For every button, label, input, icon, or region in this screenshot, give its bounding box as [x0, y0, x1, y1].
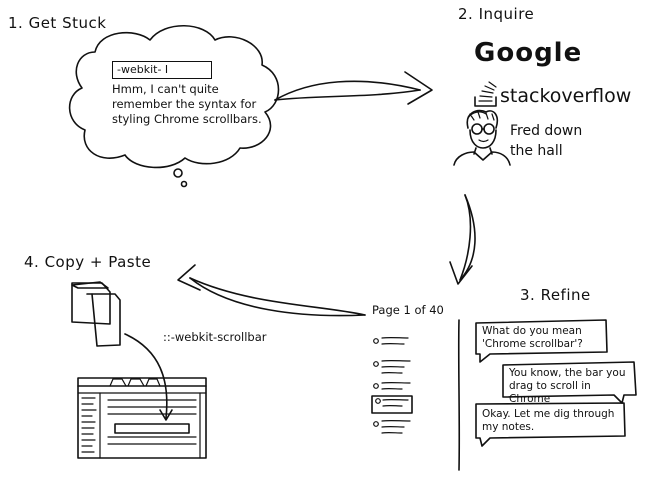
google-label: Google	[474, 38, 583, 68]
chat-bubble-1	[475, 319, 608, 363]
chat-bubble-3	[475, 402, 626, 447]
webkit-input-sketch: -webkit- I	[112, 61, 212, 79]
step-4-heading: 4. Copy + Paste	[24, 253, 152, 271]
chat-bubble-2	[502, 361, 637, 404]
refine-divider	[457, 319, 461, 471]
thought-dot-1	[173, 168, 183, 178]
step-3-heading: 3. Refine	[520, 286, 591, 304]
page-indicator: Page 1 of 40	[372, 303, 444, 317]
scrollbar-snippet: ::-webkit-scrollbar	[163, 330, 267, 344]
chat-message-3: Okay. Let me dig through my notes.	[482, 408, 615, 433]
fred-avatar-icon	[453, 109, 511, 166]
stackoverflow-label: stackoverflow	[500, 85, 632, 107]
paste-arrow	[124, 333, 168, 419]
copied-document-icon	[71, 281, 121, 347]
chat-message-2: You know, the bar you drag to scroll in …	[509, 367, 626, 405]
chat-message-1: What do you mean 'Chrome scrollbar'?	[482, 325, 583, 350]
thought-dot-2	[180, 180, 188, 188]
fred-label: Fred down the hall	[510, 123, 583, 159]
step-2-heading: 2. Inquire	[458, 5, 535, 23]
browser-window	[77, 377, 207, 459]
search-results-list	[371, 336, 413, 434]
arrow-refine-to-copy	[189, 277, 366, 316]
stackoverflow-logo-icon	[474, 81, 497, 107]
thought-cloud	[68, 24, 280, 169]
step-1-heading: 1. Get Stuck	[8, 14, 107, 32]
stuck-thought-text: Hmm, I can't quite remember the syntax f…	[112, 82, 262, 126]
arrow-stuck-to-inquire	[274, 80, 421, 101]
